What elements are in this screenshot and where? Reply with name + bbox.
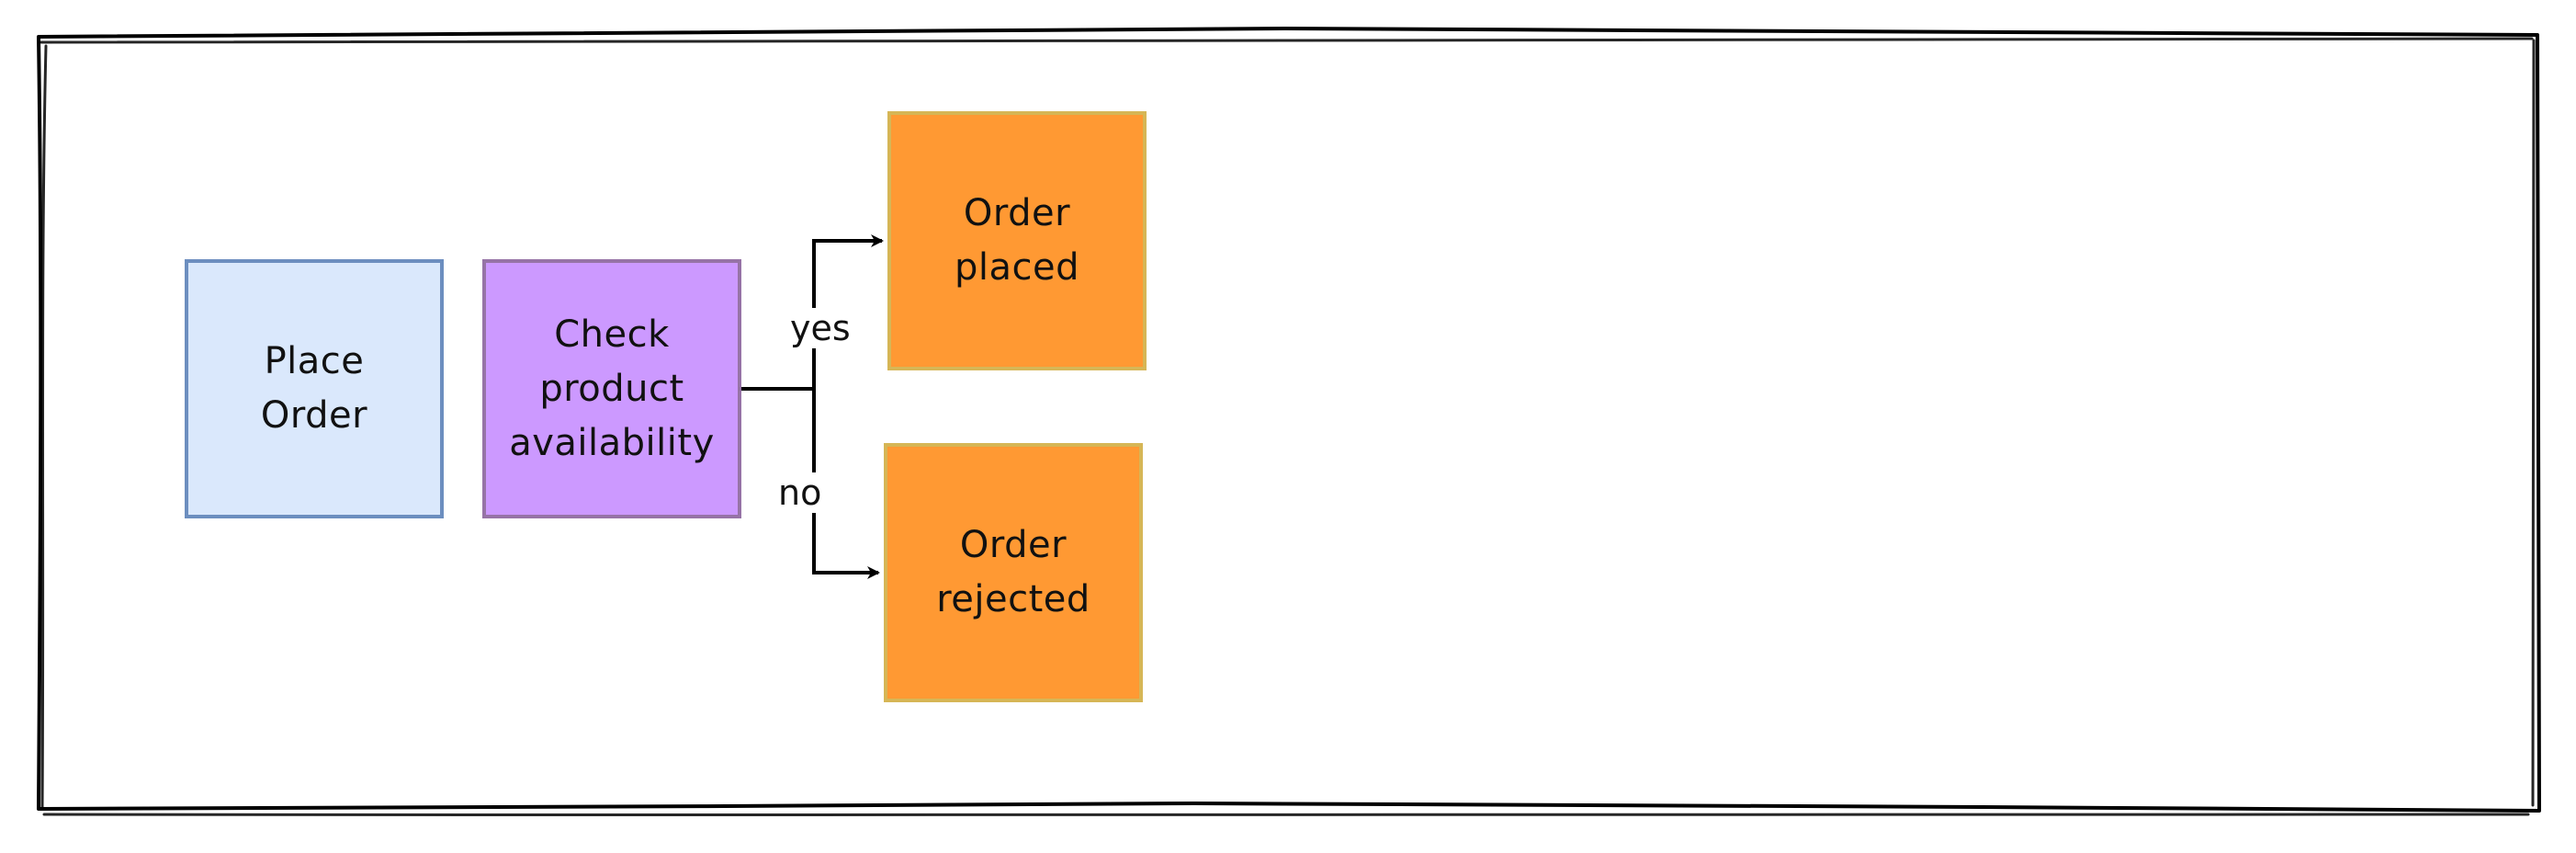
node-check-product-availability[interactable]: Check product availability bbox=[482, 259, 741, 518]
edge-label-yes: yes bbox=[788, 308, 853, 348]
node-order-placed[interactable]: Order placed bbox=[887, 111, 1147, 370]
outer-frame bbox=[37, 26, 2541, 813]
node-place-order[interactable]: Place Order bbox=[185, 259, 444, 518]
node-place-order-label: Place Order bbox=[260, 340, 368, 437]
node-check-label: Check product availability bbox=[509, 313, 715, 464]
node-order-rejected[interactable]: Order rejected bbox=[884, 443, 1143, 702]
edge-label-no: no bbox=[776, 472, 824, 513]
node-order-rejected-label: Order rejected bbox=[936, 524, 1090, 620]
edge-no bbox=[812, 389, 880, 579]
node-order-placed-label: Order placed bbox=[954, 192, 1079, 289]
